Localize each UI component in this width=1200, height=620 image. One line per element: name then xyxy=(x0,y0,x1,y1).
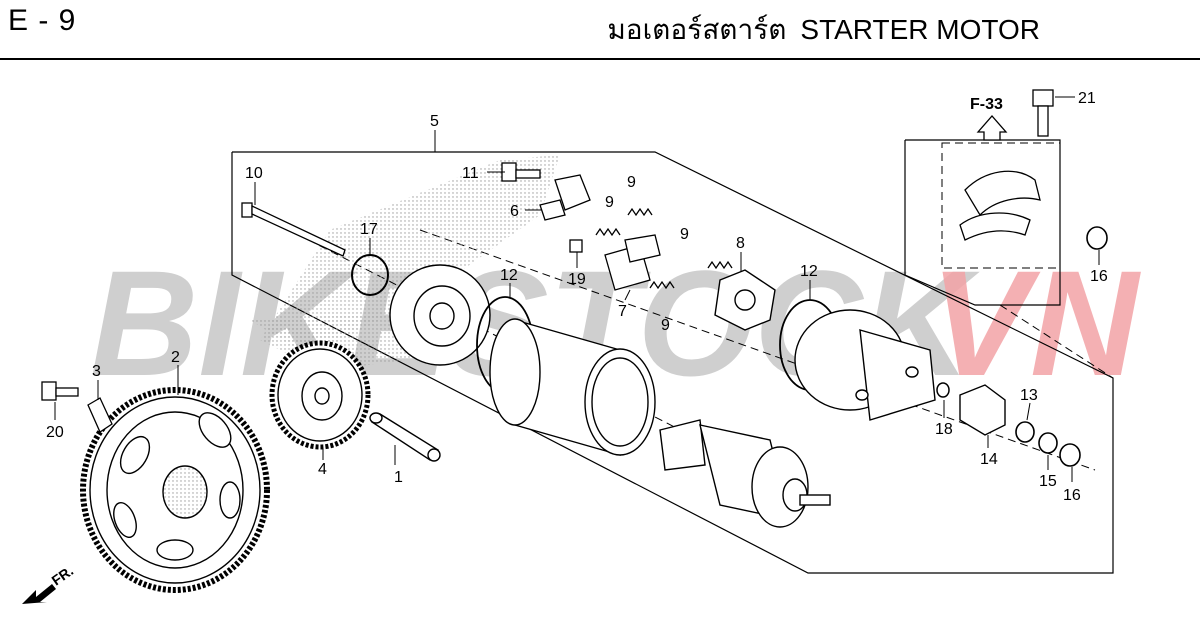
motor-case xyxy=(489,318,656,456)
up-arrow-icon xyxy=(976,115,1008,141)
bracket-frame xyxy=(904,139,1061,306)
callout-19: 19 xyxy=(568,271,586,288)
callout-21: 21 xyxy=(1078,90,1096,107)
part-4-idle-gear xyxy=(269,340,371,450)
callout-leaders xyxy=(54,96,1100,482)
brush-holder-parts xyxy=(501,162,661,291)
callout-17: 17 xyxy=(360,221,378,238)
part-2-driven-gear xyxy=(80,387,270,593)
cable-bracket xyxy=(959,170,1041,241)
assembly-outline xyxy=(231,139,1114,574)
callout-13: 13 xyxy=(1020,387,1038,404)
callout-8: 8 xyxy=(736,235,745,252)
callout-9c: 9 xyxy=(680,226,689,243)
callout-10: 10 xyxy=(245,165,263,182)
front-direction: FR. xyxy=(22,562,76,604)
front-label: FR. xyxy=(49,562,77,588)
callout-18: 18 xyxy=(935,421,953,438)
part-16-nut-lower xyxy=(1059,443,1081,467)
part-21-bolt xyxy=(1032,89,1054,137)
rear-cover xyxy=(794,309,936,421)
callout-9d: 9 xyxy=(661,317,670,334)
callout-9a: 9 xyxy=(627,174,636,191)
reference-f33: F-33 xyxy=(970,96,1008,141)
part-18-o-ring xyxy=(936,382,950,398)
part-1-shaft xyxy=(369,412,441,462)
callout-6: 6 xyxy=(510,203,519,220)
armature xyxy=(659,419,831,528)
callout-1: 1 xyxy=(394,469,403,486)
reference-label: F-33 xyxy=(970,96,1003,113)
callout-labels: 1 2 3 4 5 6 7 8 9 9 9 9 10 11 12 12 13 1… xyxy=(46,90,1108,504)
part-13-washer xyxy=(1015,421,1035,443)
springs xyxy=(595,207,733,290)
title-thai: มอเตอร์สตาร์ต xyxy=(607,13,787,46)
callout-3: 3 xyxy=(92,363,101,380)
callout-5: 5 xyxy=(430,113,439,130)
callout-2: 2 xyxy=(171,349,180,366)
part-15-washer xyxy=(1038,432,1058,454)
callout-7: 7 xyxy=(618,303,627,320)
part-3-setting-plate xyxy=(87,397,113,433)
callout-11: 11 xyxy=(462,165,479,182)
callout-15: 15 xyxy=(1039,473,1057,490)
callout-4: 4 xyxy=(318,461,327,478)
callout-20: 20 xyxy=(46,424,64,441)
front-arrow-icon xyxy=(22,584,56,604)
callout-12a: 12 xyxy=(500,267,518,284)
callout-16b: 16 xyxy=(1090,268,1108,285)
callout-9b: 9 xyxy=(605,194,614,211)
part-20-bolt xyxy=(41,381,79,401)
part-16-nut-upper xyxy=(1086,226,1108,250)
header-divider xyxy=(0,58,1200,60)
section-code: E - 9 xyxy=(8,4,77,37)
diagram-title: มอเตอร์สตาร์ต STARTER MOTOR xyxy=(607,8,1040,52)
callout-16a: 16 xyxy=(1063,487,1081,504)
watermark-text-b: VN xyxy=(930,239,1141,407)
part-14-terminal xyxy=(959,384,1006,436)
title-english: STARTER MOTOR xyxy=(800,14,1040,45)
front-cover xyxy=(389,264,491,366)
callout-14: 14 xyxy=(980,451,998,468)
part-8-brush-holder xyxy=(714,269,776,331)
assembly-frame xyxy=(231,151,1114,574)
callout-12b: 12 xyxy=(800,263,818,280)
part-10-long-bolt xyxy=(241,202,346,257)
